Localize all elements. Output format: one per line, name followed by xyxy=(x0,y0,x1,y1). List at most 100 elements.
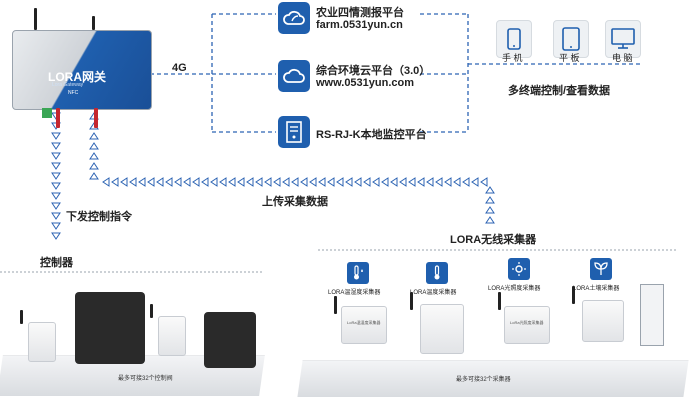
flow-arrow xyxy=(435,177,443,187)
soil-probe xyxy=(640,284,664,346)
flow-arrow xyxy=(89,142,99,150)
flow-arrow xyxy=(183,177,191,187)
thermometer-drop-icon xyxy=(347,262,369,284)
leaf-cloud-icon xyxy=(278,2,310,34)
platform-2-name: 综合环境云平台（3.0） xyxy=(316,65,431,77)
phone-icon xyxy=(496,20,532,58)
server-icon xyxy=(278,116,310,148)
flow-arrow xyxy=(426,177,434,187)
platform-1-url[interactable]: farm.0531yun.cn xyxy=(316,19,403,31)
flow-arrow xyxy=(51,192,61,200)
flow-arrow xyxy=(300,177,308,187)
flow-arrow xyxy=(363,177,371,187)
flow-arrow xyxy=(237,177,245,187)
flow-arrow xyxy=(291,177,299,187)
flow-arrow xyxy=(51,222,61,230)
flow-arrow xyxy=(51,182,61,190)
flow-arrow xyxy=(51,202,61,210)
platform-2-url[interactable]: www.0531yun.com xyxy=(316,77,415,89)
flow-arrow xyxy=(102,177,110,187)
controller-box-1 xyxy=(28,322,56,362)
flow-arrow xyxy=(138,177,146,187)
flow-arrow xyxy=(408,177,416,187)
flow-arrow xyxy=(327,177,335,187)
flow-arrow xyxy=(264,177,272,187)
flow-arrow xyxy=(390,177,398,187)
flow-arrow xyxy=(51,172,61,180)
flow-arrow xyxy=(51,142,61,150)
gateway-brand: LORA网关 xyxy=(48,70,106,84)
sensor-4-device xyxy=(582,300,624,342)
flow-arrow xyxy=(147,177,155,187)
flow-arrow xyxy=(354,177,362,187)
flow-arrow xyxy=(89,162,99,170)
device-phone-label: 手 机 xyxy=(502,53,523,63)
downlink-label: 下发控制指令 xyxy=(66,211,132,223)
platform-3-name: RS-RJ-K本地监控平台 xyxy=(316,129,427,141)
flow-arrow xyxy=(89,152,99,160)
sensor-1-device xyxy=(341,306,387,344)
valve-1 xyxy=(75,292,145,364)
sensor-4-label: LORA土壤采集器 xyxy=(573,286,620,292)
flow-arrow xyxy=(51,152,61,160)
flow-arrow xyxy=(471,177,479,187)
lora-gateway: LORA网关 Lora Gateway NFC xyxy=(12,8,152,128)
gateway-subtitle: Lora Gateway xyxy=(52,82,84,88)
flow-arrow xyxy=(89,172,99,180)
flow-arrow xyxy=(51,162,61,170)
controller-label: 控制器 xyxy=(40,257,73,269)
flow-arrow xyxy=(210,177,218,187)
device-tablet-label: 平 板 xyxy=(559,53,580,63)
flow-arrow xyxy=(111,177,119,187)
sensor-1-device-text: LoRa温湿度采集器 xyxy=(347,320,381,325)
flow-arrow xyxy=(399,177,407,187)
flow-arrow xyxy=(192,177,200,187)
flow-arrow xyxy=(453,177,461,187)
gateway-nfc-badge: NFC xyxy=(68,90,79,96)
sprout-icon xyxy=(590,258,612,280)
flow-arrow xyxy=(282,177,290,187)
flow-arrow xyxy=(51,232,61,240)
flow-arrow xyxy=(444,177,452,187)
thermometer-icon xyxy=(426,262,448,284)
flow-arrow xyxy=(462,177,470,187)
max-collectors-note: 最多可接32个采集器 xyxy=(456,377,511,383)
lora-collector-label: LORA无线采集器 xyxy=(450,234,537,246)
max-valves-note: 最多可接32个控制阀 xyxy=(118,376,173,382)
cloud-icon xyxy=(278,60,310,92)
flow-arrow xyxy=(246,177,254,187)
sensor-3-device-text: LoRa光照度采集器 xyxy=(510,320,544,325)
flow-arrow xyxy=(345,177,353,187)
flow-arrow xyxy=(381,177,389,187)
controller-box-2 xyxy=(158,316,186,356)
flow-arrow xyxy=(129,177,137,187)
flow-arrow xyxy=(228,177,236,187)
flow-arrow xyxy=(273,177,281,187)
sensor-3-label: LORA光照度采集器 xyxy=(488,286,541,292)
flow-arrow xyxy=(51,212,61,220)
flow-arrow xyxy=(165,177,173,187)
sensor-2-device xyxy=(420,304,464,354)
flow-arrow xyxy=(219,177,227,187)
sensor-2-label: LORA温度采集器 xyxy=(410,290,457,296)
flow-arrow xyxy=(156,177,164,187)
flow-arrow xyxy=(120,177,128,187)
upload-label: 上传采集数据 xyxy=(262,196,328,208)
multi-terminal-label: 多终端控制/查看数据 xyxy=(508,85,611,97)
sun-icon xyxy=(508,258,530,280)
platform-1-name: 农业四情测报平台 xyxy=(316,7,404,19)
flow-arrow xyxy=(372,177,380,187)
flow-arrow xyxy=(336,177,344,187)
valve-2 xyxy=(204,312,256,368)
flow-arrow xyxy=(417,177,425,187)
sensor-3-device xyxy=(504,306,550,344)
tablet-icon xyxy=(553,20,589,58)
flow-arrow xyxy=(255,177,263,187)
monitor-icon xyxy=(605,20,641,58)
flow-arrow xyxy=(51,132,61,140)
device-pc-label: 电 脑 xyxy=(612,53,633,63)
flow-arrow xyxy=(89,132,99,140)
flow-arrow xyxy=(318,177,326,187)
flow-arrow xyxy=(201,177,209,187)
